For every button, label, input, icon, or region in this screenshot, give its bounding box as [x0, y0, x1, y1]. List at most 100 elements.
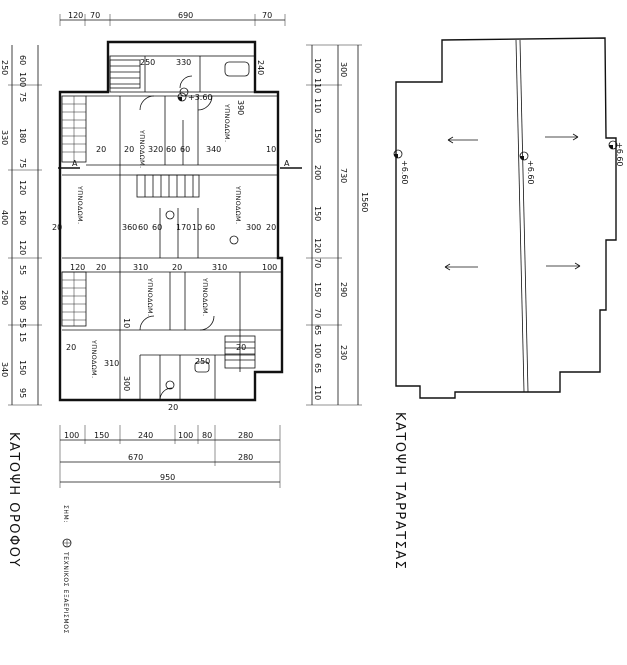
idim-d-3: 20 — [172, 263, 182, 272]
dim-bottom1-4: 80 — [202, 431, 212, 440]
dim-bottom2-1: 280 — [238, 453, 253, 462]
dim-right1-7: 70 — [313, 258, 322, 268]
dim-bottom1-3: 100 — [178, 431, 193, 440]
section-mark-left: A — [72, 159, 78, 168]
idim-f-4: 20 — [266, 223, 276, 232]
floor-plan: 120 70 690 70 60 100 75 180 75 120 160 1… — [0, 11, 369, 634]
dim-top-0: 120 — [68, 11, 83, 20]
dim-right2-0: 300 — [339, 62, 348, 77]
dim-right1-13: 110 — [313, 385, 322, 400]
dim-left1-5: 120 — [18, 180, 27, 195]
dim-right1-2: 110 — [313, 98, 322, 113]
dim-right1-11: 100 — [313, 343, 322, 358]
idim-f-6: 20 — [236, 343, 246, 352]
room-label-4: ΥΠΝΟΔΩΜ. — [146, 277, 154, 316]
dim-right1-1: 110 — [313, 78, 322, 93]
idim-c-1: 60 — [138, 223, 148, 232]
idim-e-1: 10 — [122, 318, 131, 328]
idim-a-1: 330 — [176, 58, 191, 67]
idim-f-0: 20 — [96, 145, 106, 154]
dim-left1-6: 160 — [18, 210, 27, 225]
floor-plan-title: ΚΑΤΟΨΗ ΟΡΟΦΟΥ — [6, 432, 21, 568]
dim-right2-1: 730 — [339, 168, 348, 183]
dim-left1-10: 55 — [18, 318, 27, 328]
svg-text:+6.60: +6.60 — [400, 160, 409, 185]
section-mark-right: A — [284, 159, 290, 168]
dim-right1-8: 150 — [313, 282, 322, 297]
idim-b-1: 60 — [166, 145, 176, 154]
room-label-3: ΥΠΝΟΔΩΜ. — [234, 185, 242, 224]
level-marker-floor: +3.60 — [177, 92, 213, 102]
idim-a-0: 250 — [140, 58, 155, 67]
room-label-1: ΥΠΝΟΔΩΜ. — [223, 103, 231, 142]
idim-f-5: 20 — [66, 343, 76, 352]
right-dimension-chain: 100 110 110 150 200 150 120 70 150 70 65… — [306, 44, 369, 406]
dim-right2-3: 230 — [339, 345, 348, 360]
dim-right1-5: 150 — [313, 206, 322, 221]
dim-bottom2-0: 670 — [128, 453, 143, 462]
dim-right1-0: 100 — [313, 58, 322, 73]
idim-b-0: 320 — [148, 145, 163, 154]
idim-c-2: 60 — [152, 223, 162, 232]
room-label-5: ΥΠΝΟΔΩΜ. — [201, 277, 209, 316]
dim-left1-12: 150 — [18, 360, 27, 375]
dim-bottom1-2: 240 — [138, 431, 153, 440]
room-label-0: ΥΠΝΟΔΩΜ. — [138, 129, 146, 168]
level-marker-roof-1: +6.60 — [393, 149, 409, 185]
dim-left1-1: 100 — [18, 72, 27, 87]
dim-top-2: 690 — [178, 11, 193, 20]
dim-left1-13: 95 — [18, 388, 27, 398]
room-labels: ΥΠΝΟΔΩΜ. ΥΠΝΟΔΩΜ. ΥΠΝΟΔΩΜ. ΥΠΝΟΔΩΜ. ΥΠΝΟ… — [76, 103, 242, 378]
dim-right-total: 1560 — [360, 192, 369, 212]
level-marker-roof-2: +6.60 — [519, 151, 535, 185]
dim-left1-3: 180 — [18, 128, 27, 143]
top-dimension-chain: 120 70 690 70 — [59, 11, 286, 26]
idim-c-6: 300 — [246, 223, 261, 232]
left-dimension-chain: 60 100 75 180 75 120 160 120 55 180 55 1… — [0, 45, 42, 406]
idim-e-0: 300 — [122, 376, 131, 391]
slope-arrows — [444, 133, 581, 271]
interior-walls — [58, 55, 302, 401]
svg-text:+6.60: +6.60 — [615, 142, 624, 167]
interior-dimensions: 250 330 390 240 320 60 60 340 360 60 60 … — [52, 58, 277, 412]
room-label-2: ΥΠΝΟΔΩΜ. — [76, 185, 84, 224]
dim-bottom-total: 950 — [160, 473, 175, 482]
room-label-6: ΥΠΝΟΔΩΜ. — [90, 339, 98, 378]
legend: ΣΗΜ: ΤΕΧΝΙΚΟΣ ΕΞΑΕΡΙΣΜΟΣ — [62, 505, 72, 634]
idim-d-4: 310 — [212, 263, 227, 272]
dim-left1-2: 75 — [18, 92, 27, 102]
dim-left1-8: 55 — [18, 265, 27, 275]
dim-left2-0: 250 — [0, 60, 9, 75]
dim-bottom1-5: 280 — [238, 431, 253, 440]
bottom-dimension-chain: 100 150 240 100 80 280 670 280 950 — [59, 425, 281, 488]
idim-c-4: 10 — [192, 223, 202, 232]
idim-d-1: 20 — [96, 263, 106, 272]
dim-right1-4: 200 — [313, 165, 322, 180]
idim-c-3: 170 — [176, 223, 191, 232]
idim-c-0: 360 — [122, 223, 137, 232]
idim-f-1: 20 — [124, 145, 134, 154]
dim-left1-11: 15 — [18, 332, 27, 342]
dim-right1-6: 120 — [313, 238, 322, 253]
idim-a-2: 390 — [236, 100, 245, 115]
legend-text: ΤΕΧΝΙΚΟΣ ΕΞΑΕΡΙΣΜΟΣ — [62, 551, 69, 634]
idim-f-7: 20 — [168, 403, 178, 412]
dim-right1-10: 65 — [313, 325, 322, 335]
roof-plan: +6.60 +6.60 +6.60 ΚΑΤΟΨΗ ΤΑΡΡΑΤΣΑΣ — [392, 37, 624, 570]
idim-f-3: 20 — [52, 223, 62, 232]
idim-e-2: 310 — [104, 359, 119, 368]
idim-e-3: 250 — [195, 357, 210, 366]
idim-a-3: 240 — [256, 60, 265, 75]
dim-left1-0: 60 — [18, 55, 27, 65]
dim-right1-9: 70 — [313, 308, 322, 318]
dim-right2-2: 290 — [339, 282, 348, 297]
idim-b-2: 60 — [180, 145, 190, 154]
idim-c-5: 60 — [205, 223, 215, 232]
level-marker-roof-3: +6.60 — [608, 140, 624, 167]
dim-left2-3: 290 — [0, 290, 9, 305]
dim-top-3: 70 — [262, 11, 272, 20]
dim-right1-3: 150 — [313, 128, 322, 143]
dim-left1-9: 180 — [18, 295, 27, 310]
idim-b-3: 340 — [206, 145, 221, 154]
